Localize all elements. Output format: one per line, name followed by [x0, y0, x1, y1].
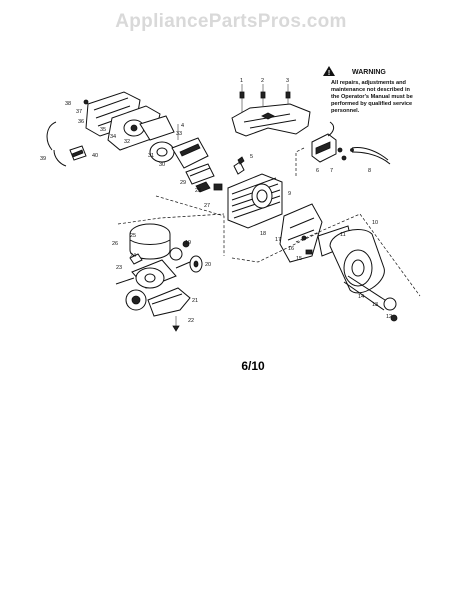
callout-number: 20: [205, 262, 211, 268]
callout-number: 27: [204, 203, 210, 209]
callout-number: 33: [176, 131, 182, 137]
callout-number: 22: [188, 318, 194, 324]
callout-number: 19: [185, 240, 191, 246]
cylinder: [213, 156, 283, 229]
callout-number: 5: [250, 154, 253, 160]
callout-number: 16: [288, 246, 294, 252]
callout-number: 34: [110, 134, 116, 140]
crankcase-assembly: [279, 203, 421, 322]
callout-number: 30: [159, 162, 165, 168]
watermark: AppliancePartsPros.com: [115, 11, 347, 32]
callout-number: 7: [330, 168, 333, 174]
callout-number: 21: [192, 298, 198, 304]
lower-assembly: [125, 287, 191, 332]
callout-number: 15: [296, 256, 302, 262]
callout-number: 28: [195, 188, 201, 194]
callout-number: 10: [372, 220, 378, 226]
callout-number: 3: [286, 78, 289, 84]
warning-title: WARNING: [352, 69, 386, 76]
callout-number: 1: [240, 78, 243, 84]
callout-number: 2: [261, 78, 264, 84]
callout-number: 38: [65, 101, 71, 107]
callout-number: 24: [130, 253, 136, 259]
crankshaft: [115, 247, 203, 289]
callout-number: 36: [78, 119, 84, 125]
callout-number: 29: [180, 180, 186, 186]
warning-line: maintenance not described in: [331, 87, 411, 93]
callout-number: 18: [260, 231, 266, 237]
warning-line: the Operator's Manual must be: [331, 94, 413, 100]
warning-line: All repairs, adjustments and: [331, 80, 406, 86]
engine-shroud: [231, 84, 311, 137]
callout-number: 14: [358, 294, 364, 300]
callout-number: 17: [275, 237, 281, 243]
callout-number: 31: [148, 153, 154, 159]
warning-line: performed by qualified service: [331, 101, 412, 107]
callout-number: 32: [124, 139, 130, 145]
page-number: 6/10: [241, 359, 265, 373]
svg-text:!: !: [328, 70, 330, 77]
callout-number: 23: [116, 265, 122, 271]
warning-line: personnel.: [331, 108, 360, 114]
callout-number: 40: [92, 153, 98, 159]
callout-number: 25: [130, 233, 136, 239]
piston-assembly: [129, 223, 190, 265]
callout-number: 11: [340, 232, 346, 238]
callout-number: 35: [100, 127, 106, 133]
callout-number: 37: [76, 109, 82, 115]
callout-labels: 1 2 3 4 5 6 7 8 9 10 11 12 13 14 15 16 1…: [40, 78, 392, 324]
warning-box: ! WARNING All repairs, adjustments and m…: [323, 66, 413, 114]
callout-number: 12: [386, 314, 392, 320]
callout-number: 8: [368, 168, 371, 174]
callout-number: 9: [288, 191, 291, 197]
airbox-assembly: [83, 91, 209, 169]
fuel-line: [46, 121, 87, 167]
intake-parts: [185, 163, 215, 193]
ignition-module: [295, 121, 391, 176]
callout-number: 39: [40, 156, 46, 162]
warning-icon: [323, 66, 335, 76]
callout-number: 13: [372, 302, 378, 308]
callout-number: 4: [181, 123, 184, 129]
callout-number: 26: [112, 241, 118, 247]
callout-number: 6: [316, 168, 319, 174]
